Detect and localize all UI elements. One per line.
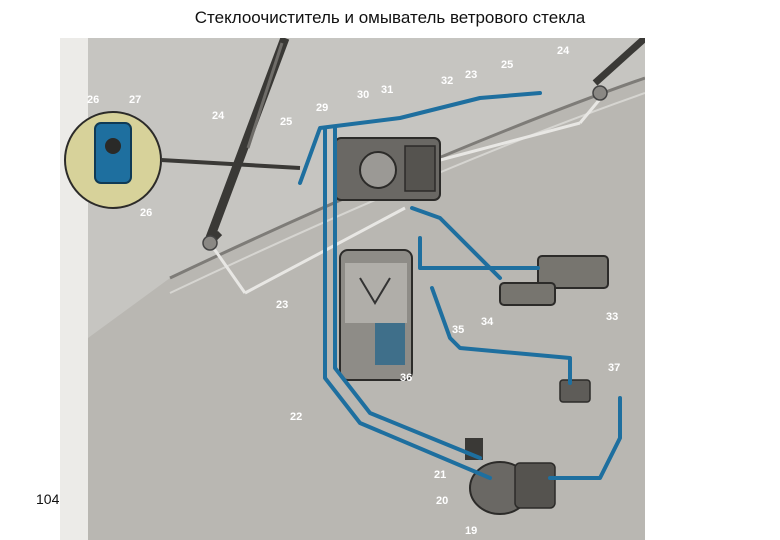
callout-23-bottom: 23 bbox=[276, 299, 288, 311]
washer-reservoir bbox=[339, 249, 413, 381]
nozzle-detail-inset bbox=[64, 111, 301, 209]
callout-31: 31 bbox=[381, 84, 393, 96]
callout-24-left: 24 bbox=[212, 110, 225, 122]
wiper-blade-right bbox=[592, 38, 645, 86]
wiper-motor bbox=[334, 137, 441, 201]
callout-21: 21 bbox=[434, 469, 446, 481]
callout-37: 37 bbox=[608, 362, 620, 374]
washer-hoses bbox=[298, 91, 622, 480]
callout-23-top: 23 bbox=[465, 69, 477, 81]
callout-25-right: 25 bbox=[501, 59, 513, 71]
callout-34: 34 bbox=[481, 316, 494, 328]
callout-26: 26 bbox=[140, 207, 152, 219]
callout-33: 33 bbox=[606, 311, 618, 323]
callout-35: 35 bbox=[452, 324, 464, 336]
callout-36: 36 bbox=[400, 372, 412, 384]
page-number: 104 bbox=[36, 491, 60, 507]
callout-22: 22 bbox=[290, 411, 302, 423]
callout-32: 32 bbox=[441, 75, 453, 87]
callout-30: 30 bbox=[357, 89, 369, 101]
page-title: Стеклоочиститель и омыватель ветрового с… bbox=[194, 8, 586, 27]
washer-valve-assembly bbox=[499, 255, 609, 403]
callout-20: 20 bbox=[436, 495, 448, 507]
washer-pump bbox=[465, 438, 556, 515]
callout-29: 29 bbox=[316, 102, 328, 114]
callout-24-right: 24 bbox=[557, 45, 570, 57]
callout-27: 26 bbox=[87, 94, 99, 106]
wiper-washer-illustration: 26 27 26 24 25 29 30 31 32 23 25 24 23 3… bbox=[60, 38, 645, 540]
callout-28: 27 bbox=[129, 94, 141, 106]
callout-25-left: 25 bbox=[280, 116, 292, 128]
callout-19: 19 bbox=[465, 525, 477, 537]
